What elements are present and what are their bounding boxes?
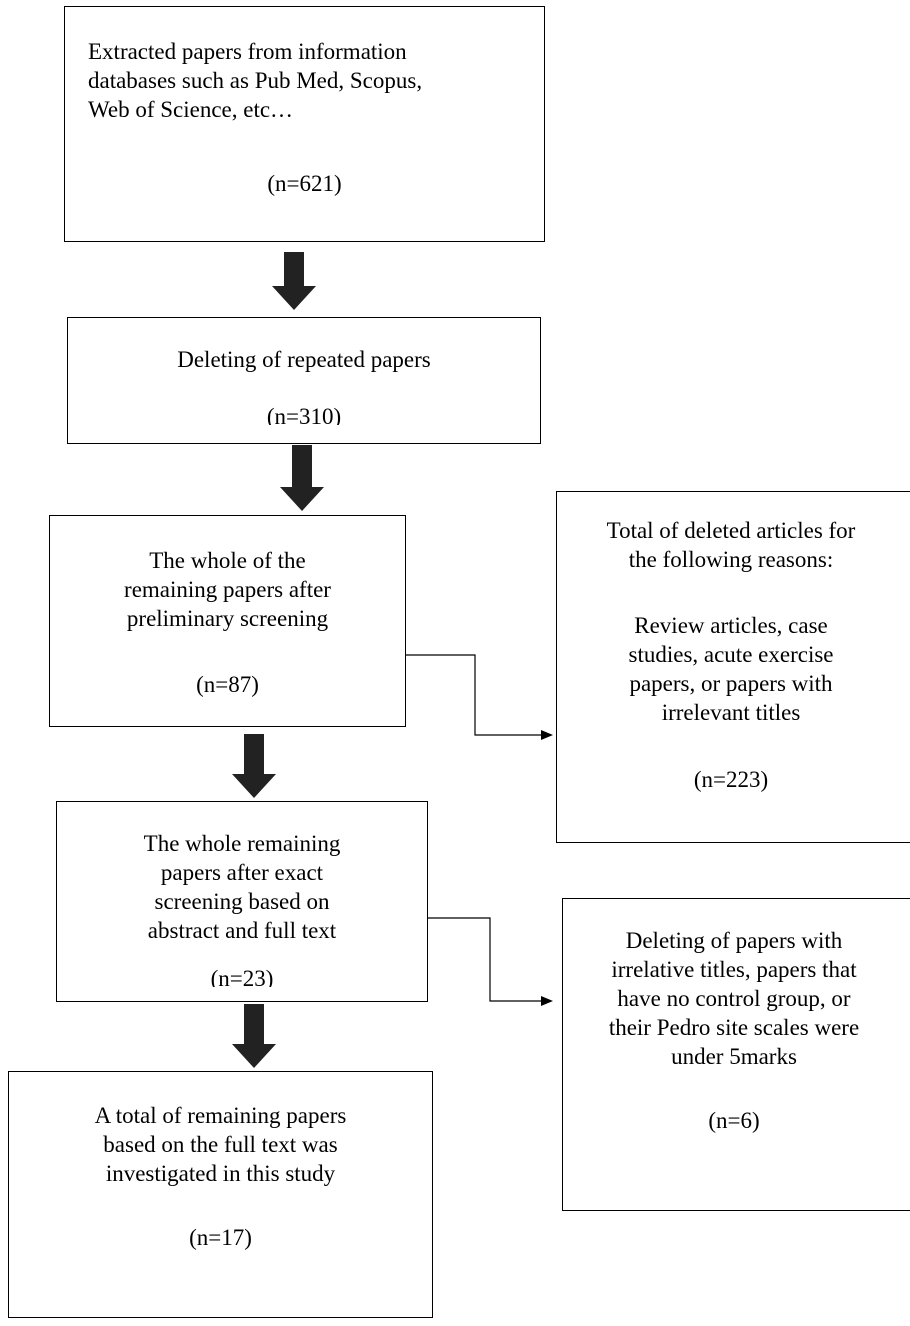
box-extracted-papers [64, 6, 545, 242]
box4-line-3: screening based on [154, 889, 330, 914]
side1-line-2: the following reasons: [628, 547, 834, 572]
box4-line-4: abstract and full text [147, 918, 337, 943]
box2-count-clip: (n=310) [67, 400, 541, 425]
box-deleted-quality [562, 898, 910, 1211]
side1-line-1: Total of deleted articles for [606, 518, 856, 543]
side2-count: (n=6) [708, 1108, 760, 1133]
side2-line-5: under 5marks [671, 1044, 797, 1069]
connector-to-side1 [406, 654, 543, 736]
down-arrow-1 [272, 252, 316, 310]
box4-count: (n=23) [210, 966, 274, 987]
side1-reason-4: irrelevant titles [661, 700, 801, 725]
arrowhead-side1 [541, 730, 553, 740]
box1-line-3: Web of Science, etc… [88, 97, 294, 122]
box5-line-2: based on the full text was [103, 1132, 338, 1157]
connector-to-side2 [428, 917, 543, 1002]
box5-count: (n=17) [189, 1225, 252, 1250]
box3-count: (n=87) [196, 672, 259, 697]
box-deleting-repeated [67, 317, 541, 444]
box3-line-2: remaining papers after [124, 577, 331, 602]
box-preliminary-screening [49, 515, 406, 727]
box1-line-2: databases such as Pub Med, Scopus, [88, 68, 423, 93]
box5-line-3: investigated in this study [105, 1161, 336, 1186]
box-final-included [8, 1071, 433, 1318]
box5-line-1: A total of remaining papers [94, 1103, 347, 1128]
side1-count: (n=223) [693, 767, 769, 792]
box4-line-1: The whole remaining [143, 831, 341, 856]
side2-line-1: Deleting of papers with [625, 928, 843, 953]
box1-count: (n=621) [267, 171, 342, 196]
box4-line-2: papers after exact [160, 860, 324, 885]
arrowhead-side2 [541, 996, 553, 1006]
box2-count: (n=310) [266, 404, 342, 425]
box2-text: Deleting of repeated papers [177, 347, 431, 372]
side1-reason-3: papers, or papers with [629, 671, 833, 696]
side1-reason-2: studies, acute exercise [628, 642, 834, 667]
box4-count-clip: (n=23) [56, 962, 428, 987]
box1-line-1: Extracted papers from information [88, 39, 407, 64]
down-arrow-2 [280, 445, 324, 511]
side1-reason-1: Review articles, case [634, 613, 828, 638]
box3-line-3: preliminary screening [126, 606, 329, 631]
side2-line-3: have no control group, or [617, 986, 851, 1011]
side2-line-2: irrelative titles, papers that [611, 957, 857, 982]
side2-line-4: their Pedro site scales were [608, 1015, 860, 1040]
box3-line-1: The whole of the [149, 548, 306, 573]
box-exact-screening [56, 801, 428, 1002]
down-arrow-4 [232, 1004, 276, 1068]
down-arrow-3 [232, 734, 276, 798]
box-deleted-reasons [556, 491, 910, 843]
